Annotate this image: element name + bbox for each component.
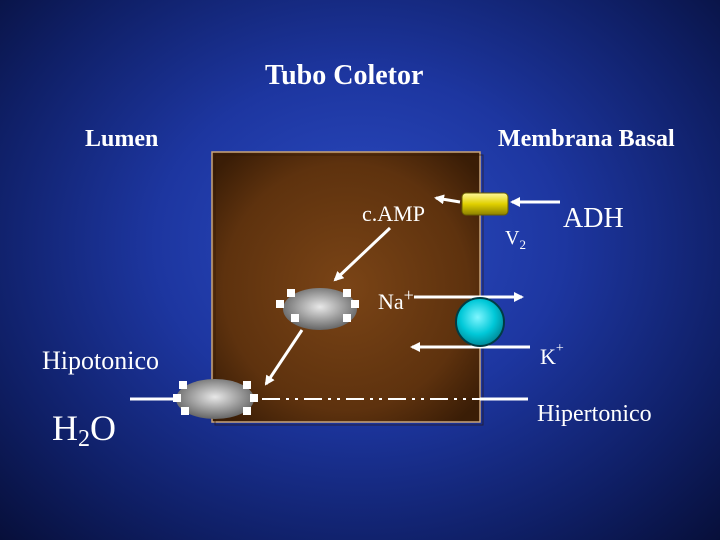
h2o-subscript: 2: [78, 426, 90, 452]
na-label: Na+: [378, 286, 414, 313]
hipotonico-label: Hipotonico: [42, 346, 159, 375]
k-label: K+: [540, 342, 564, 368]
na-charge: +: [403, 285, 414, 305]
channel-insertion-arrow: [264, 329, 304, 386]
k-text: K: [540, 344, 556, 369]
aquaporin-membrane-channel: [173, 379, 258, 419]
h2o-label: H2O: [52, 410, 116, 451]
k-charge: +: [555, 341, 564, 356]
membrana-basal-label: Membrana Basal: [498, 126, 675, 152]
lumen-label: Lumen: [85, 126, 159, 152]
receptor-to-camp-arrow: [434, 194, 461, 205]
epithelial-cell: [211, 151, 484, 426]
h2o-o: O: [90, 408, 116, 448]
adh-label: ADH: [563, 203, 624, 234]
na-text: Na: [378, 289, 404, 314]
camp-label: c.AMP: [362, 201, 425, 226]
v2-receptor: [461, 192, 509, 216]
v2-subscript: 2: [519, 237, 526, 252]
camp-to-channel-arrow: [333, 226, 392, 282]
v2-label: V2: [505, 228, 526, 251]
v2-text: V: [505, 227, 520, 249]
aquaporin-vesicle: [276, 288, 359, 330]
h2o-h: H: [52, 408, 78, 448]
na-k-pump: [455, 297, 505, 347]
page-title: Tubo Coletor: [265, 60, 424, 91]
hipertonico-label: Hipertonico: [537, 401, 652, 427]
